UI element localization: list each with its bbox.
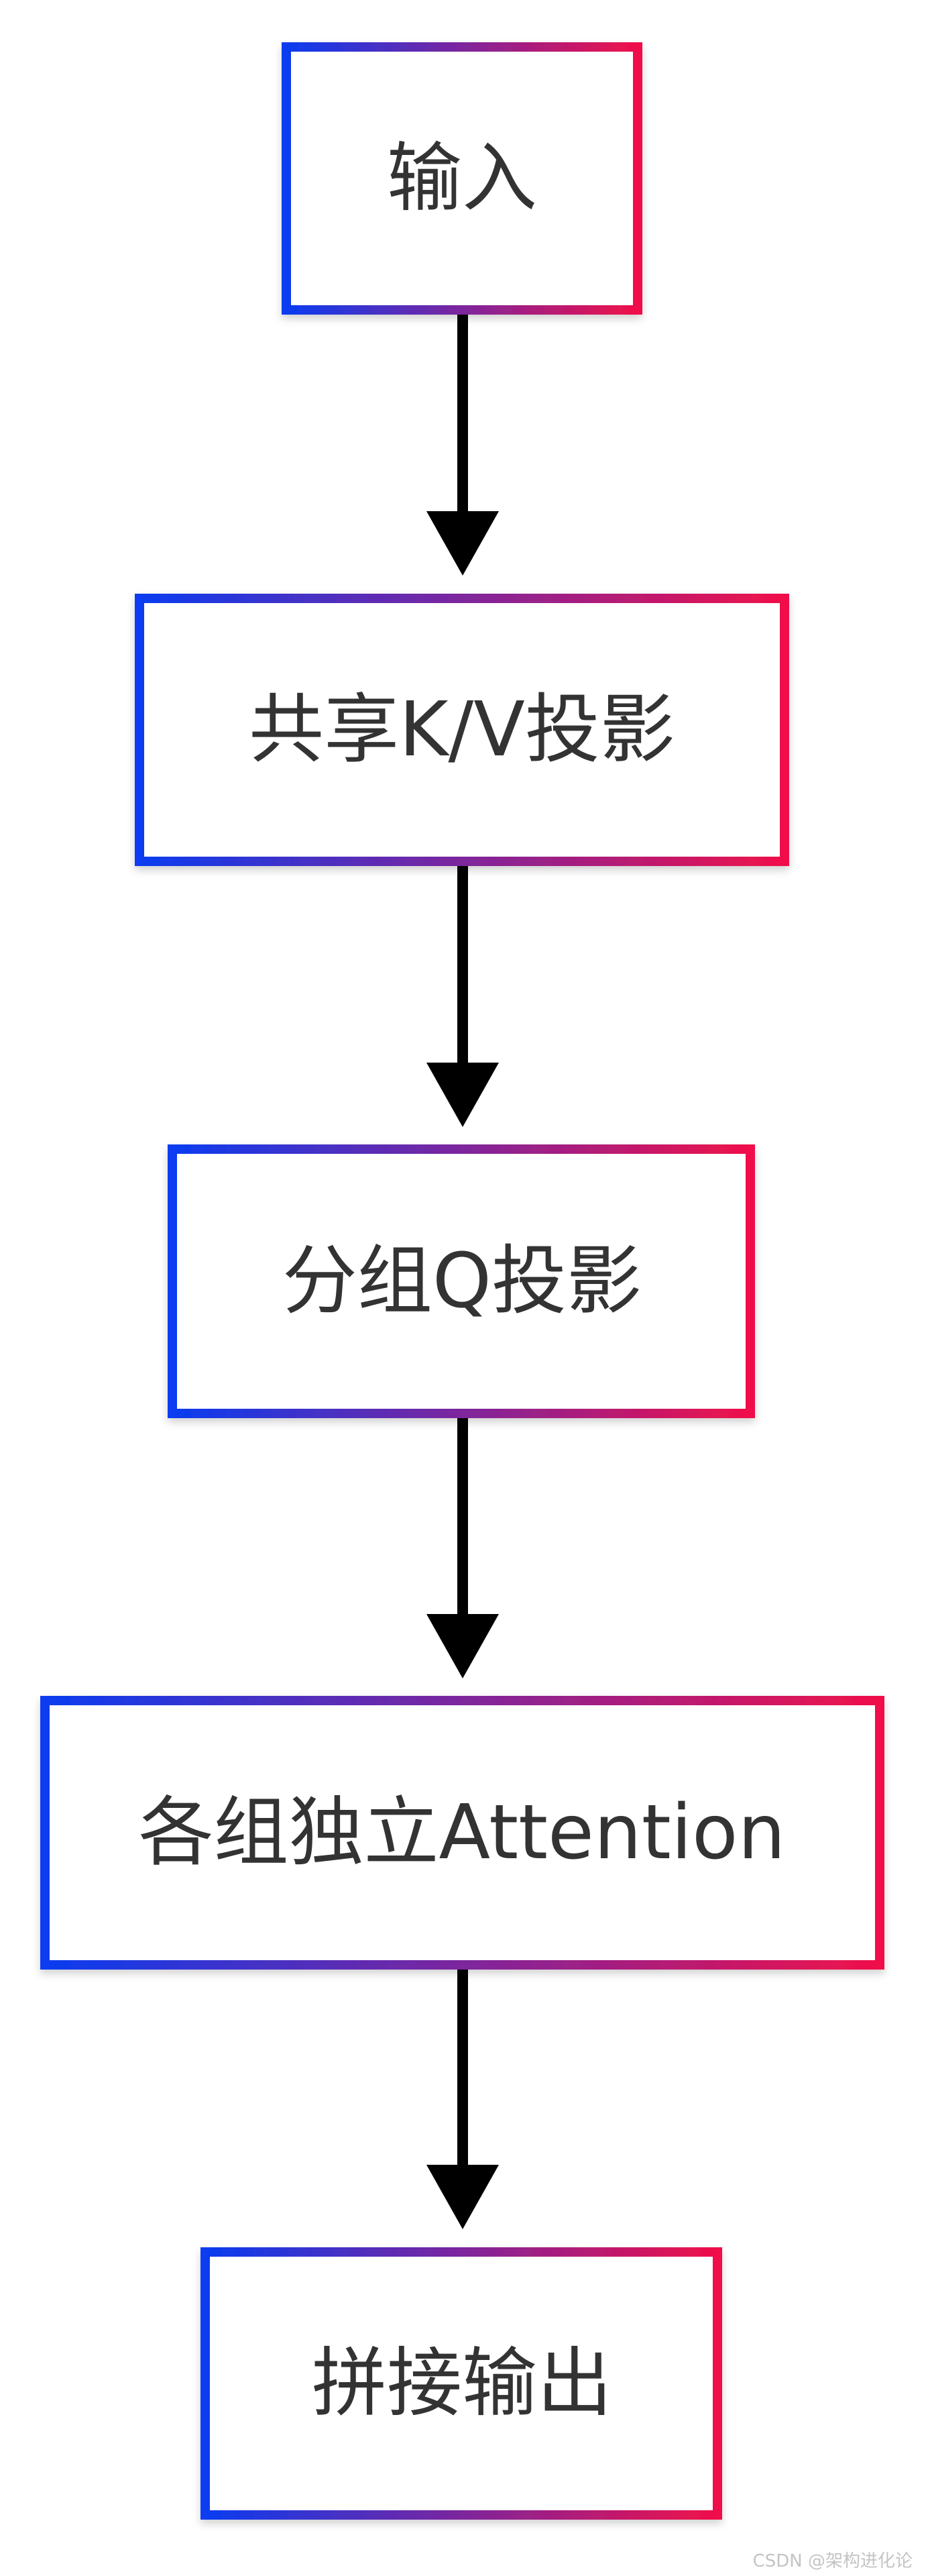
node-group-attention-label: 各组独立Attention [139, 1789, 786, 1876]
arrow-grouped-q-to-group-attention [426, 1413, 499, 1678]
arrow-input-to-shared-kv [426, 310, 499, 576]
node-grouped-q-label: 分组Q投影 [282, 1238, 642, 1325]
arrow-shared-kv-to-grouped-q [426, 861, 499, 1127]
node-input[interactable]: 输入 [282, 42, 642, 315]
node-input-label: 输入 [387, 135, 537, 222]
node-concat-output-label: 拼接输出 [312, 2340, 612, 2427]
node-group-attention[interactable]: 各组独立Attention [40, 1696, 884, 1970]
node-shared-kv[interactable]: 共享K/V投影 [135, 594, 789, 866]
arrow-group-attention-to-concat-output [426, 1965, 499, 2229]
watermark: CSDN @架构进化论 [752, 2551, 913, 2571]
node-grouped-q[interactable]: 分组Q投影 [168, 1144, 755, 1418]
node-concat-output[interactable]: 拼接输出 [200, 2247, 722, 2520]
node-shared-kv-label: 共享K/V投影 [249, 686, 675, 773]
